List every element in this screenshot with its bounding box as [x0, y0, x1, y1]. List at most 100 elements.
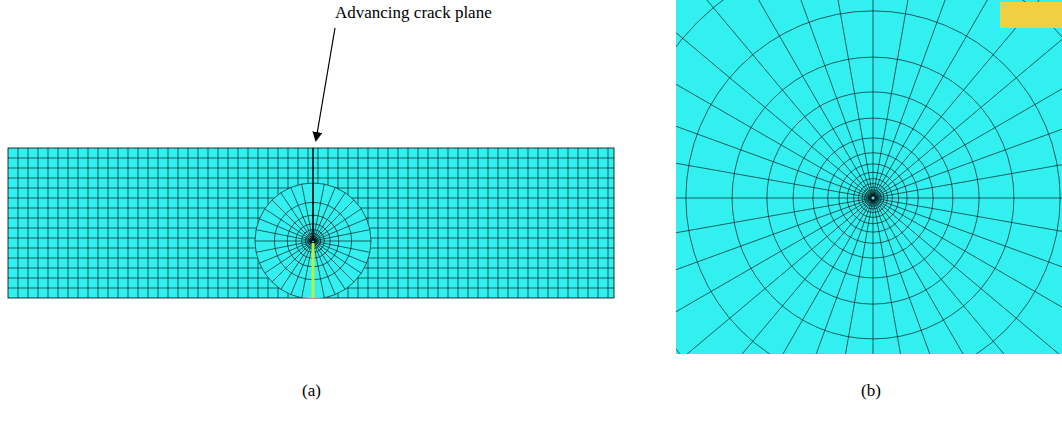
mesh-line: [88, 148, 89, 298]
mesh-line: [291, 187, 313, 239]
mesh-line: [138, 148, 139, 298]
mesh-line: [158, 148, 159, 298]
mesh-line: [188, 148, 189, 298]
mesh-line: [259, 242, 311, 264]
mesh-line: [38, 148, 39, 298]
mesh-line: [548, 148, 549, 298]
mesh-line: [875, 199, 1062, 354]
mesh-line: [528, 148, 529, 298]
mesh-line: [875, 198, 1062, 199]
mesh-ring: [870, 195, 875, 200]
mesh-line: [265, 209, 312, 240]
mesh-ring: [862, 187, 884, 209]
mesh-line: [676, 200, 872, 354]
mesh-line: [291, 242, 313, 294]
mesh-line: [218, 148, 219, 298]
mesh-line: [108, 148, 109, 298]
logo-badge: [1000, 2, 1062, 28]
mesh-line: [378, 148, 379, 298]
mesh-line: [248, 148, 249, 298]
mesh-line: [8, 158, 614, 159]
mesh-line: [265, 242, 312, 273]
mesh-line: [208, 148, 209, 298]
mesh-line: [238, 148, 239, 298]
callout-label: Advancing crack plane: [335, 3, 492, 23]
mesh-line: [873, 200, 930, 354]
mesh-line: [874, 0, 986, 196]
mesh-line: [875, 33, 1062, 197]
mesh-line: [816, 0, 873, 196]
mesh-ring: [839, 164, 907, 232]
mesh-line: [314, 193, 345, 240]
mesh-line: [281, 242, 312, 289]
mesh-line: [314, 219, 366, 241]
subfigure-label: (b): [861, 381, 881, 401]
mesh-line: [315, 241, 372, 242]
mesh-line: [281, 193, 312, 240]
mesh-line: [58, 148, 59, 298]
mesh-line: [314, 209, 361, 240]
mesh-line: [488, 148, 489, 298]
mesh-line: [255, 241, 312, 242]
mesh-line: [314, 242, 345, 289]
mesh-line: [313, 243, 314, 299]
mesh-ring: [867, 192, 879, 204]
mesh-ring: [847, 172, 898, 223]
mesh-line: [259, 219, 311, 241]
mesh-line: [676, 198, 871, 199]
mesh-line: [558, 148, 559, 298]
mesh-ring: [686, 11, 1060, 354]
mesh-line: [873, 0, 874, 196]
mesh-line: [518, 148, 519, 298]
mesh-line: [538, 148, 539, 298]
mesh-line: [314, 242, 336, 294]
mesh-line: [498, 148, 499, 298]
leader-arrow: [316, 28, 335, 140]
mesh-ring: [793, 118, 953, 278]
mesh-line: [118, 148, 119, 298]
mesh-ring: [732, 57, 1014, 339]
mesh-line: [18, 148, 19, 298]
mesh-line: [8, 178, 614, 179]
mesh-line: [128, 148, 129, 298]
mesh-ring: [871, 196, 875, 200]
mesh-line: [578, 148, 579, 298]
mesh-line: [178, 148, 179, 298]
mesh-line: [314, 187, 336, 239]
mesh-line: [760, 200, 872, 354]
mesh-ring: [828, 153, 919, 244]
mesh-ring: [854, 179, 893, 218]
mesh-line: [875, 198, 1062, 255]
mesh-line: [78, 148, 79, 298]
mesh-line: [875, 0, 1062, 197]
mesh-line: [438, 148, 439, 298]
mesh-line: [314, 242, 366, 264]
mesh-line: [418, 148, 419, 298]
mesh-line: [408, 148, 409, 298]
mesh-line: [398, 148, 399, 298]
mesh-line: [874, 0, 1062, 196]
mesh-ring: [869, 194, 876, 201]
mesh-ring: [868, 193, 877, 202]
mesh-line: [676, 141, 871, 198]
mesh-line: [198, 148, 199, 298]
mesh-line: [874, 200, 1062, 354]
mesh-line: [448, 148, 449, 298]
mesh-line: [676, 85, 871, 197]
mesh-line: [508, 148, 509, 298]
crack-plane-line: [312, 148, 314, 241]
mesh-line: [875, 199, 1062, 354]
mesh-line: [676, 199, 871, 354]
mesh-line: [28, 148, 29, 298]
mesh-line: [68, 148, 69, 298]
subfigure-label: (a): [302, 381, 321, 401]
mesh-line: [228, 148, 229, 298]
mesh-panel-a: [8, 148, 614, 298]
mesh-line: [468, 148, 469, 298]
mesh-line: [568, 148, 569, 298]
mesh-line: [676, 198, 871, 255]
mesh-ring: [767, 92, 979, 304]
mesh-line: [874, 200, 986, 354]
mesh-line: [148, 148, 149, 298]
mesh-ring: [858, 183, 887, 212]
